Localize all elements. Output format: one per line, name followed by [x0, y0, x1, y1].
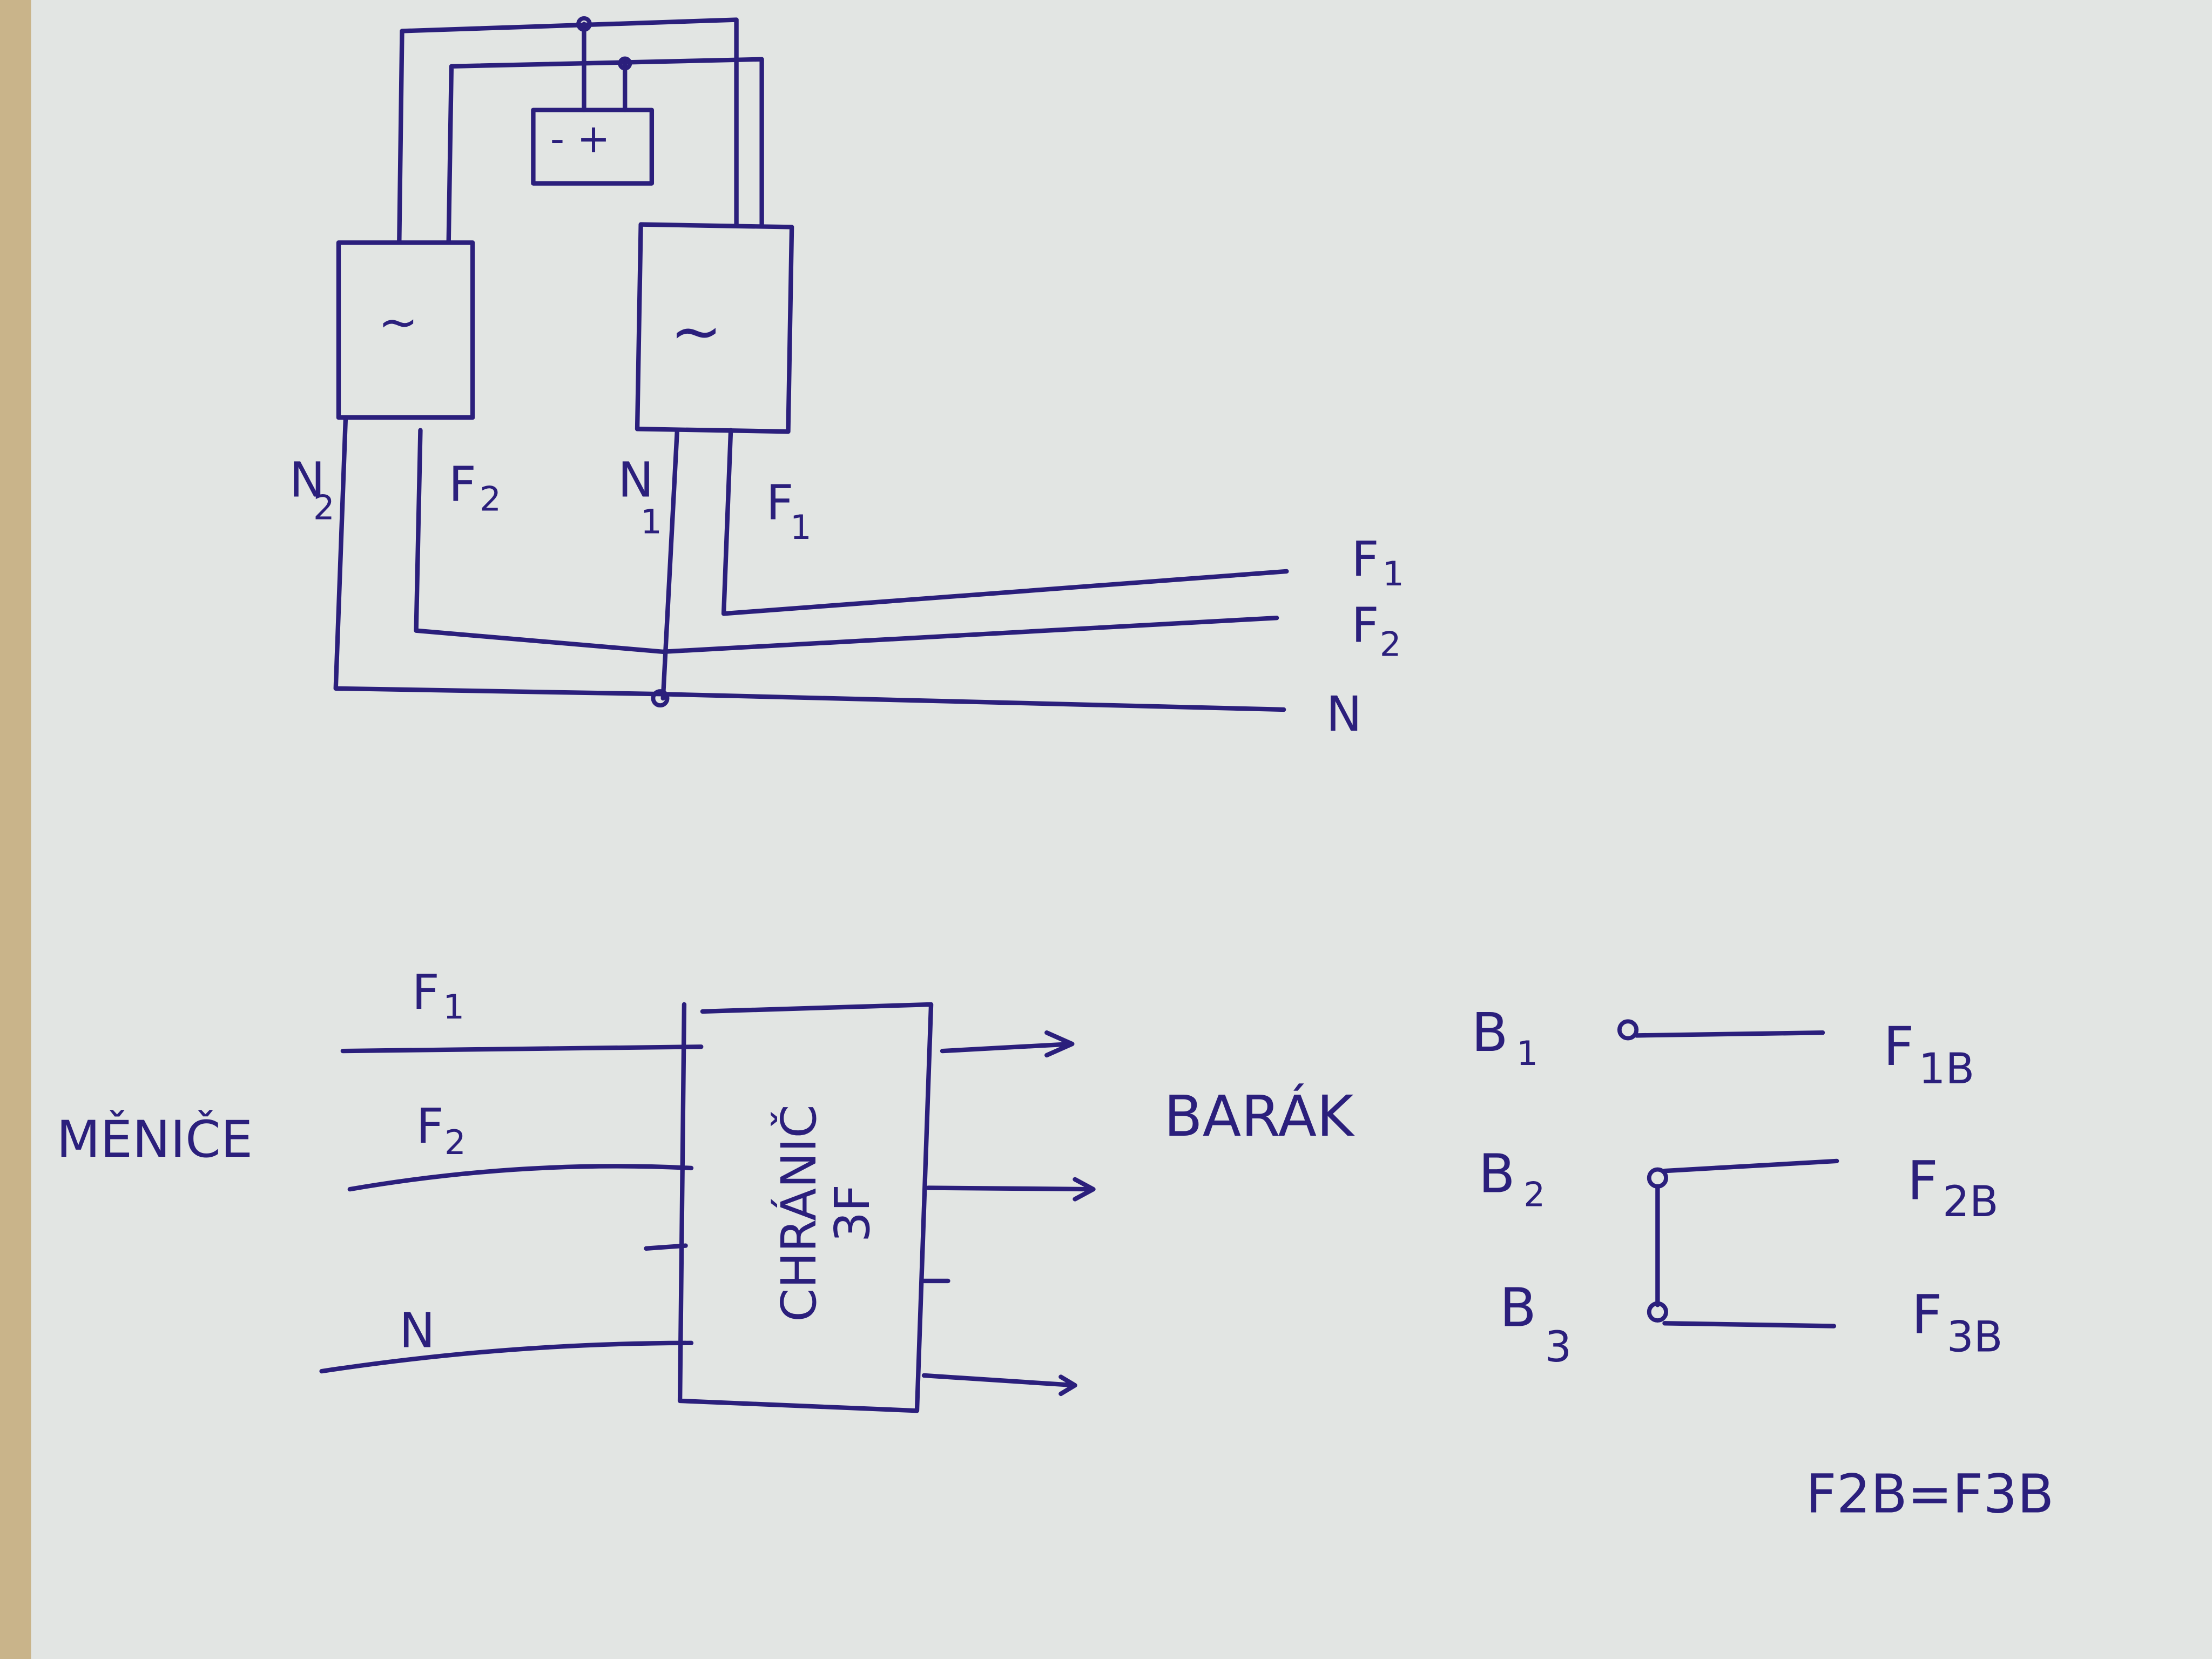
breaker-label: CHRÁNIČ [771, 1104, 827, 1321]
bus-label-b3-sub: 3 [1545, 1323, 1572, 1372]
bus-label-f2b: F [1907, 1150, 1938, 1212]
junction-dot [618, 56, 632, 71]
input-stub [644, 1243, 688, 1251]
junction-dot [576, 16, 592, 32]
wire-n1 [660, 428, 680, 701]
output-arrow-2 [926, 1177, 1096, 1202]
dc-wire-1 [397, 17, 739, 245]
output-label-n: N [1326, 686, 1362, 742]
input-label-f1: F [412, 965, 440, 1020]
input-label-f2: F [416, 1098, 444, 1154]
bus-label-b1: B [1472, 1002, 1508, 1064]
source-label: MĚNIČE [56, 1109, 253, 1169]
inverter-1-box [336, 240, 475, 420]
junction-dot [651, 689, 670, 708]
input-wire-f1 [340, 1044, 704, 1054]
breaker-box [677, 1002, 934, 1413]
wire-n2 [333, 415, 1286, 712]
label-n2-sub: 2 [313, 488, 335, 527]
output-arrow-3 [921, 1373, 1077, 1397]
terminal-b1 [1617, 1019, 1639, 1041]
inverter-2-box [635, 222, 794, 434]
bus-label-f3b-sub: 3B [1947, 1313, 2003, 1362]
battery-box [531, 107, 655, 186]
output-arrow-1 [940, 1030, 1075, 1058]
dc-wire-2 [446, 57, 764, 245]
house-label: BARÁK [1164, 1083, 1355, 1149]
output-label-f2-sub: 2 [1380, 625, 1401, 664]
bus-label-f1b-sub: 1B [1919, 1044, 1975, 1094]
label-f2: F [449, 456, 476, 512]
battery-polarity: - + [550, 116, 610, 162]
wire-f1 [721, 428, 1289, 616]
inverter-1-symbol: ~ [378, 294, 418, 350]
bus-label-b1-sub: 1 [1516, 1034, 1538, 1073]
input-label-n: N [399, 1303, 435, 1359]
output-label-f2: F [1352, 598, 1379, 653]
output-label-f1: F [1352, 531, 1379, 587]
label-f1-sub: 1 [790, 508, 812, 547]
input-label-f1-sub: 1 [443, 987, 464, 1027]
bus-label-f2b-sub: 2B [1943, 1177, 1999, 1226]
bus-label-f3b: F [1912, 1284, 1943, 1346]
bus-label-f1b: F [1883, 1016, 1914, 1078]
equation: F2B=F3B [1806, 1463, 2054, 1525]
bottom-diagram: MĚNIČE F 1 F 2 N CHRÁNIČ 3F BARÁK B 1 F … [56, 965, 2054, 1526]
bus-label-b3: B [1500, 1277, 1536, 1339]
input-label-f2-sub: 2 [444, 1123, 466, 1162]
top-diagram: ~ ~ - + N 2 F 2 N 1 F 1 F 1 F 2 N [289, 16, 1404, 742]
label-n1: N [618, 453, 653, 508]
inverter-2-symbol: ~ [670, 295, 722, 368]
bus-label-b2: B [1479, 1143, 1515, 1205]
label-n1-sub: 1 [640, 502, 662, 541]
bus-wire-3 [1662, 1321, 1837, 1328]
label-n2: N [289, 453, 325, 508]
breaker-sub-label: 3F [825, 1184, 880, 1243]
desk-edge [0, 0, 31, 1659]
label-f1: F [766, 475, 793, 530]
input-wire-n [319, 1340, 694, 1374]
terminal-b3 [1647, 1301, 1668, 1323]
bus-wire-2 [1662, 1158, 1839, 1174]
bus-wire-1 [1634, 1030, 1825, 1038]
bus-label-b2-sub: 2 [1523, 1175, 1545, 1214]
wire-f2 [414, 428, 1279, 655]
input-wire-f2 [347, 1164, 694, 1192]
label-f2-sub: 2 [480, 480, 501, 519]
output-label-f1-sub: 1 [1382, 554, 1404, 594]
